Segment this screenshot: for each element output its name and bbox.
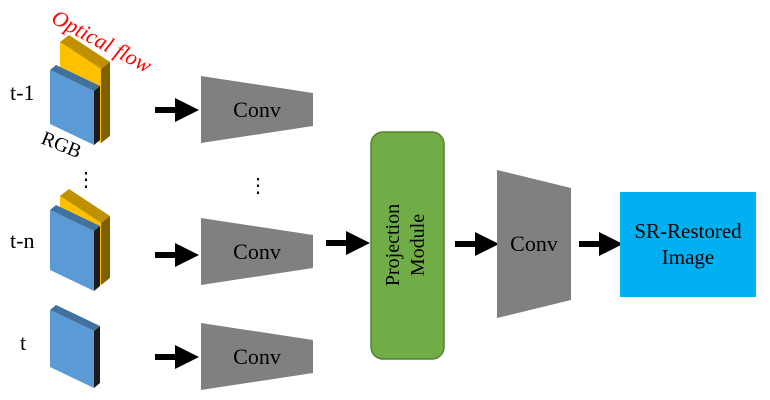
conv-block-4-label: Conv <box>510 231 558 256</box>
sr-restored-label-line2: Image <box>662 245 714 269</box>
frame-stack-t-minus-n <box>50 189 110 291</box>
rgb-layer-top <box>50 305 100 331</box>
frame-label-t: t <box>20 330 26 355</box>
projection-module-label-group: Projection Module <box>382 204 429 286</box>
rgb-layer-top <box>50 205 100 231</box>
rgb-layer-side <box>94 86 100 145</box>
frames-ellipsis: ⋮ <box>76 169 96 191</box>
rgb-layer-side <box>94 226 100 291</box>
conv-block-1-label: Conv <box>233 97 281 122</box>
rgb-layer-side <box>94 326 100 388</box>
rgb-layer-top <box>50 65 100 91</box>
sr-restored-label-line1: SR-Restored <box>634 219 742 243</box>
conv-block-3-label: Conv <box>233 344 281 369</box>
rgb-layer-front <box>50 210 94 291</box>
conv-ellipsis: ⋮ <box>248 175 268 197</box>
conv-block-2 <box>201 218 313 285</box>
conv-block-1 <box>201 76 313 143</box>
projection-module-label-line2: Module <box>407 214 429 276</box>
rgb-layer-front <box>50 70 94 145</box>
conv-block-2-label: Conv <box>233 239 281 264</box>
flow-layer-top <box>60 189 110 223</box>
flow-layer-top <box>60 35 110 69</box>
frame-label-t-minus-n: t-n <box>10 228 34 253</box>
flow-layer-side <box>101 216 110 285</box>
sr-restored-image-box <box>620 192 756 297</box>
frame-stack-t-minus-1 <box>50 35 110 145</box>
flow-layer-side <box>101 62 110 143</box>
projection-module <box>370 131 445 360</box>
arrows <box>155 98 623 369</box>
conv-block-3 <box>201 323 313 390</box>
frame-label-t-minus-1: t-1 <box>10 80 34 105</box>
rgb-layer-front <box>50 310 94 388</box>
frame-stack-t <box>50 305 100 388</box>
projection-module-label-line1: Projection <box>382 204 404 286</box>
conv-block-4 <box>497 170 571 318</box>
